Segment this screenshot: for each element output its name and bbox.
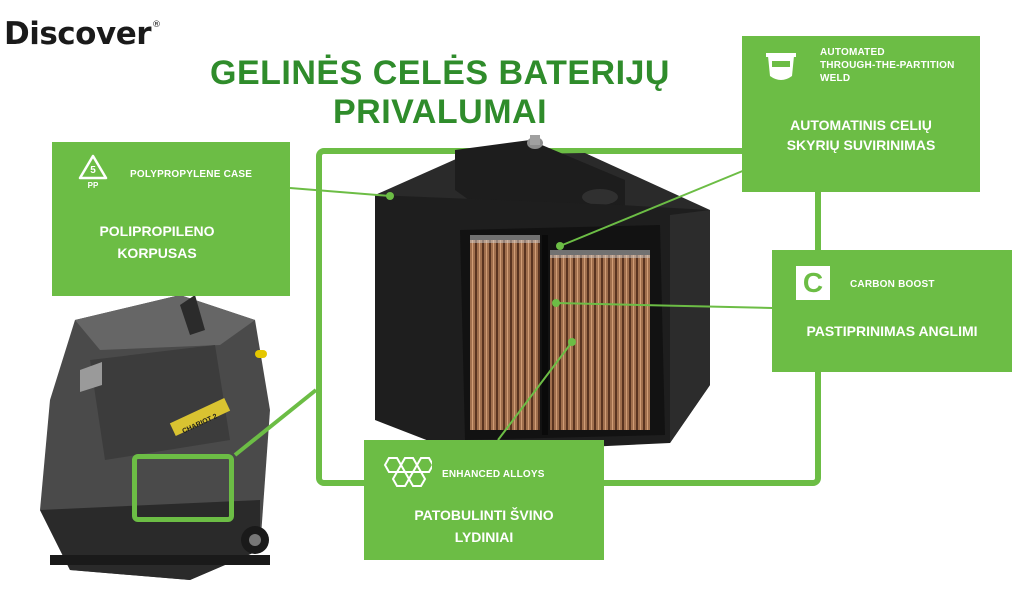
alloys-text-line-2: LYDINIAI [454, 529, 514, 545]
logo-registered-mark: ® [152, 20, 161, 30]
hexagon-alloy-icon [383, 457, 432, 487]
svg-text:PP: PP [88, 181, 99, 190]
weld-text-line-1: AUTOMATINIS CELIŲ [790, 117, 932, 133]
floor-scrubber-image: CHARIOT 2 [40, 295, 270, 580]
battery-location-highlight [132, 454, 234, 522]
carbon-c-icon: C [796, 266, 830, 300]
carbon-tag: CARBON BOOST [850, 279, 935, 290]
alloys-tag: ENHANCED ALLOYS [442, 469, 545, 480]
case-tag: POLYPROPYLENE CASE [130, 169, 253, 180]
carbon-text-line-1: PASTIPRINIMAS ANGLIMI [806, 323, 978, 339]
logo-text: Discover [4, 16, 152, 52]
weld-text-line-2: SKYRIŲ SUVIRINIMAS [786, 137, 936, 153]
recycle-pp-icon: 5 PP [78, 154, 108, 190]
title-line-1: GELINĖS CELĖS BATERIJŲ [210, 54, 670, 92]
feature-card-enhanced-alloys: ENHANCED ALLOYS PATOBULINTI ŠVINO LYDINI… [364, 440, 604, 560]
battery-cutaway-image [375, 135, 710, 453]
case-text-line-2: KORPUSAS [117, 245, 197, 261]
case-text-line-1: POLIPROPILENO [99, 223, 215, 239]
title-line-2: PRIVALUMAI [332, 93, 548, 131]
svg-text:5: 5 [90, 165, 96, 176]
weld-tag: AUTOMATED THROUGH-THE-PARTITION WELD [820, 47, 955, 84]
feature-card-carbon-boost: C CARBON BOOST PASTIPRINIMAS ANGLIMI [772, 250, 1012, 372]
feature-card-weld: AUTOMATED THROUGH-THE-PARTITION WELD AUT… [742, 36, 980, 192]
alloys-text-line-1: PATOBULINTI ŠVINO [414, 507, 554, 523]
feature-card-polypropylene-case: 5 PP POLYPROPYLENE CASE POLIPROPILENO KO… [52, 142, 290, 296]
page-title: GELINĖS CELĖS BATERIJŲ PRIVALUMAI [140, 54, 740, 132]
weld-helmet-icon [766, 53, 796, 80]
discover-logo: Discover® [4, 16, 161, 52]
